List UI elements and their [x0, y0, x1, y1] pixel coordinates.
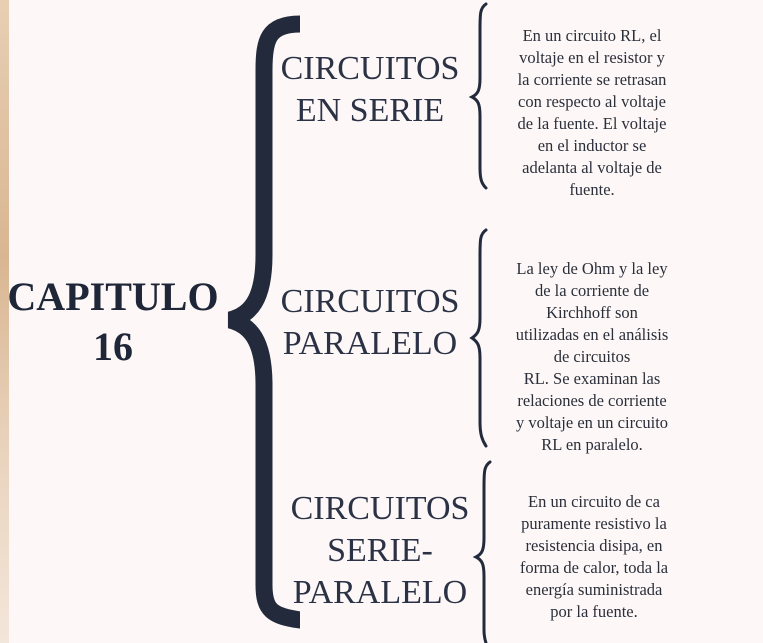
- branch-title-line: CIRCUITOS: [290, 490, 470, 527]
- branch-title-line: CIRCUITOS: [280, 50, 460, 87]
- description-line: relaciones de corriente: [517, 391, 667, 410]
- description-line: resistencia disipa, en: [525, 536, 663, 555]
- description-line: la corriente se retrasan: [517, 70, 667, 89]
- description-line: de la corriente de: [534, 281, 650, 300]
- description-line: voltaje en el resistor y: [519, 48, 665, 67]
- small-brace-series: [468, 2, 488, 190]
- description-line: y voltaje en un circuito: [515, 413, 669, 432]
- main-title-line: CAPITULO: [7, 274, 219, 319]
- main-curly-brace: [227, 15, 300, 629]
- description-line: forma de calor, toda la: [519, 558, 669, 577]
- left-edge-decoration: [0, 0, 9, 643]
- branch-title-line: SERIE-: [327, 532, 433, 569]
- branch-title-parallel: CIRCUITOS PARALELO: [270, 281, 470, 365]
- description-line: en el inductor se: [537, 136, 647, 155]
- description-line: con respecto al voltaje: [518, 92, 666, 111]
- main-title-line: 16: [93, 324, 133, 369]
- description-line: En un circuito RL, el: [522, 26, 662, 45]
- branch-title-line: EN SERIE: [295, 92, 445, 129]
- branch-title-line: PARALELO: [282, 325, 458, 362]
- branch-title-series: CIRCUITOS EN SERIE: [270, 48, 470, 132]
- small-brace-parallel: [469, 228, 488, 448]
- branch-title-series-parallel: CIRCUITOS SERIE- PARALELO: [280, 488, 480, 614]
- description-line: de circuitos: [553, 347, 631, 366]
- branch-title-line: CIRCUITOS: [280, 283, 460, 320]
- description-line: por la fuente.: [550, 602, 638, 621]
- main-topic-title: CAPITULO 16: [2, 272, 224, 372]
- description-line: de la fuente. El voltaje: [517, 114, 667, 133]
- description-line: puramente resistivo la: [521, 514, 667, 533]
- description-line: adelanta al voltaje de: [522, 158, 662, 177]
- branch-description-series: En un circuito RL, el voltaje en el resi…: [492, 25, 692, 201]
- description-line: La ley de Ohm y la ley: [516, 259, 668, 278]
- branch-description-parallel: La ley de Ohm y la ley de la corriente d…: [492, 258, 692, 456]
- description-line: fuente.: [569, 180, 615, 199]
- small-brace-series-parallel: [472, 460, 492, 643]
- description-line: utilizadas en el análisis: [515, 325, 669, 344]
- description-line: energía suministrada: [525, 580, 663, 599]
- description-line: En un circuito de ca: [528, 492, 660, 511]
- description-line: Kirchhoff son: [546, 303, 638, 322]
- description-line: RL. Se examinan las: [523, 369, 661, 388]
- description-line: RL en paralelo.: [541, 435, 643, 454]
- branch-title-line: PARALELO: [292, 574, 468, 611]
- branch-description-series-parallel: En un circuito de ca puramente resistivo…: [494, 491, 694, 623]
